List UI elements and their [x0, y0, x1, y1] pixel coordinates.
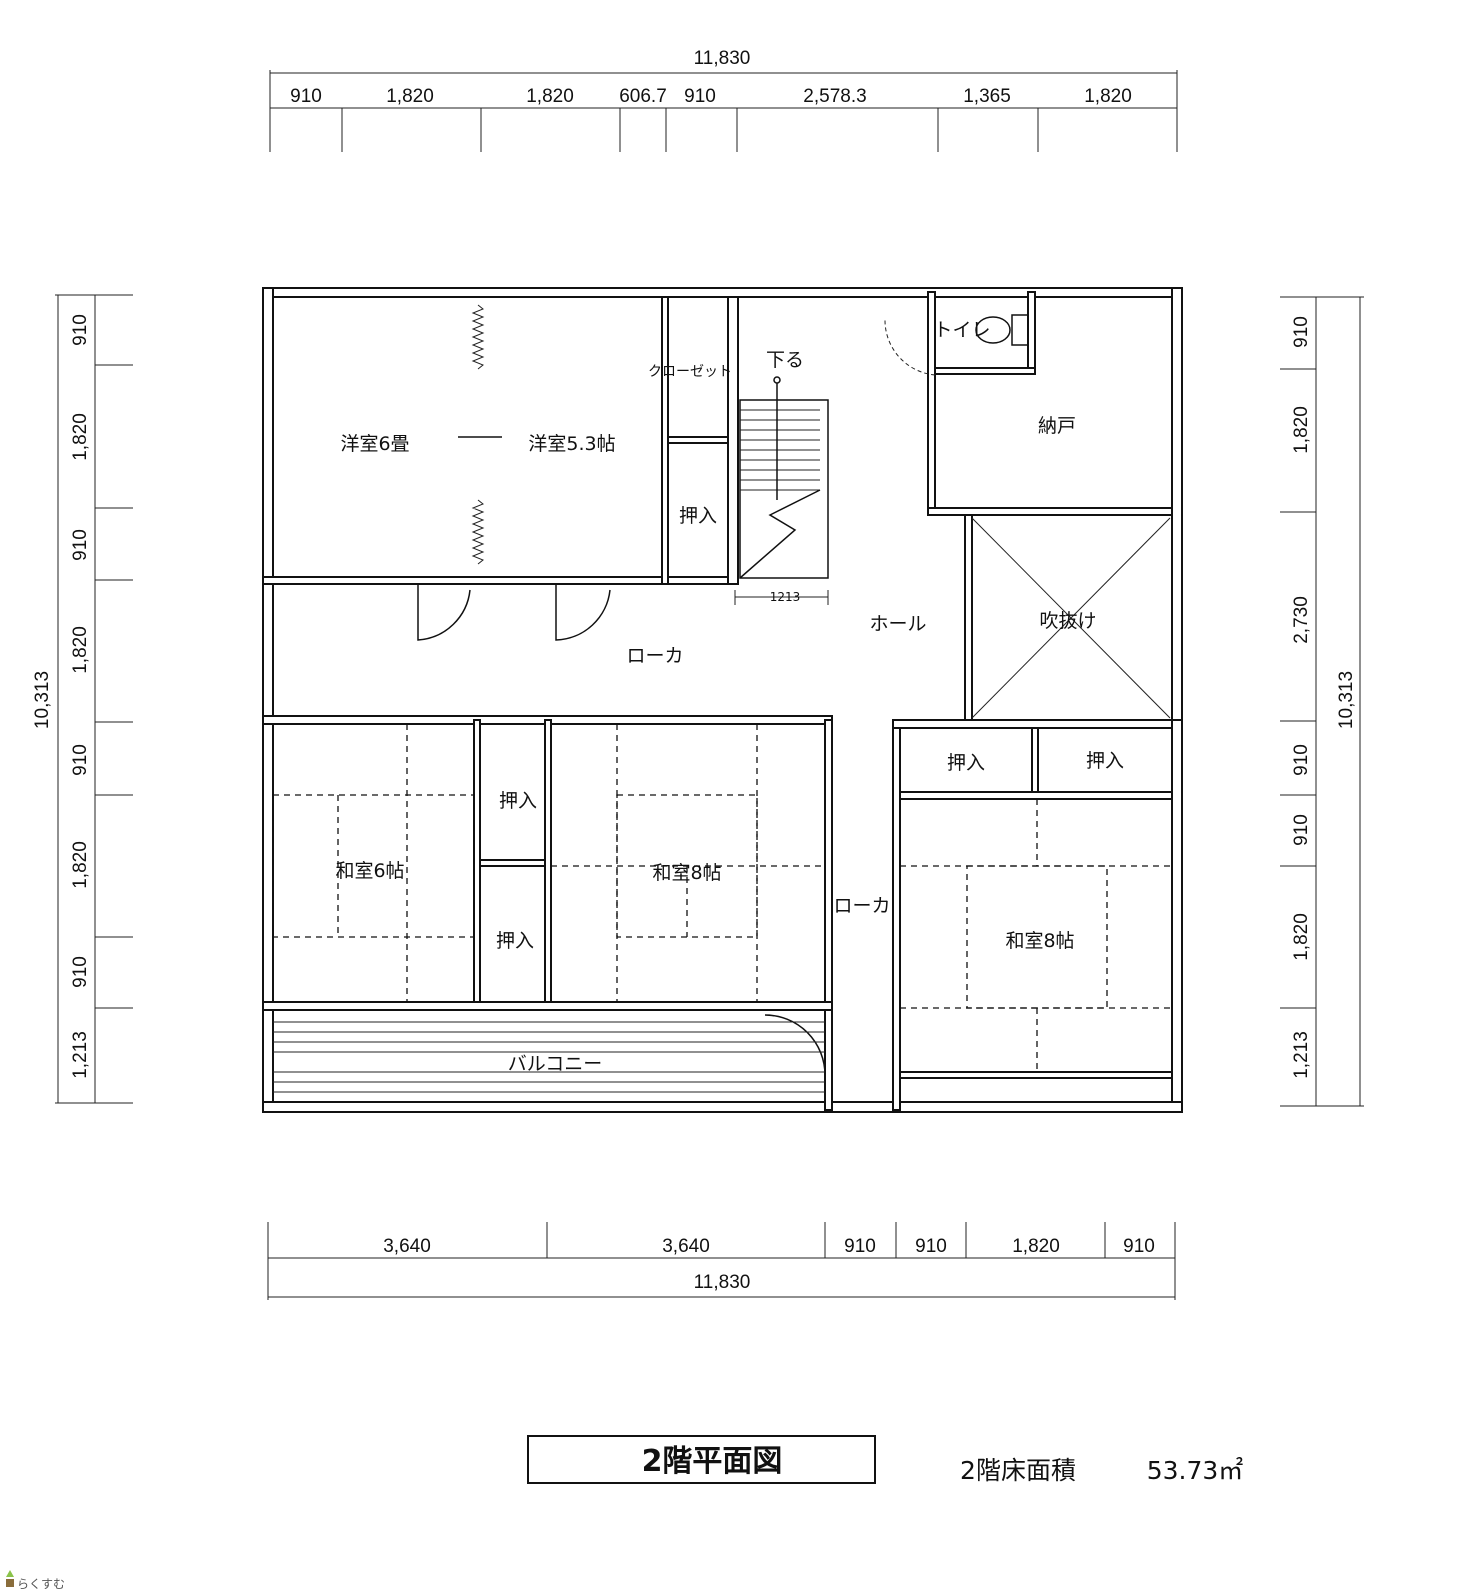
room-label-oshiire: 押入 — [499, 790, 537, 812]
left-dimension-lines — [55, 294, 133, 1104]
room-label-void: 吹抜け — [1039, 610, 1096, 632]
room-label-storage: 納戸 — [1038, 415, 1076, 437]
top-dimension: 910 — [290, 86, 322, 107]
left-dimension: 910 — [70, 314, 91, 346]
plan-title: 2階平面図 — [642, 1444, 783, 1479]
logo-text: らくすむ — [17, 1577, 65, 1591]
floor-area-value: 53.73㎡ — [1147, 1456, 1244, 1485]
top-dimension-lines — [269, 70, 1178, 152]
bottom-dimension: 910 — [1123, 1236, 1155, 1257]
right-dimension: 2,730 — [1291, 596, 1312, 644]
room-label-japanese-8: 和室8帖 — [1005, 930, 1074, 952]
tatami-lines — [272, 724, 1172, 1072]
bottom-dimension: 910 — [915, 1236, 947, 1257]
right-dimension: 910 — [1291, 316, 1312, 348]
top-dimension: 1,820 — [1084, 86, 1132, 107]
room-label-oshiire: 押入 — [1086, 750, 1124, 772]
bottom-dimension: 910 — [844, 1236, 876, 1257]
room-label-japanese-6: 和室6帖 — [335, 860, 404, 882]
left-dimension: 910 — [70, 744, 91, 776]
toilet-fixture — [975, 314, 1029, 346]
right-dimension: 1,820 — [1291, 913, 1312, 961]
doors — [417, 319, 936, 1076]
top-total-dimension: 11,830 — [694, 48, 751, 69]
top-dimension: 2,578.3 — [803, 86, 866, 107]
accordion-door — [471, 304, 485, 370]
floor-area-label: 2階床面積 — [960, 1456, 1076, 1485]
right-dimension: 910 — [1291, 744, 1312, 776]
room-label-corridor: ローカ — [626, 645, 683, 667]
room-label-oshiire: 押入 — [679, 505, 717, 527]
right-total-dimension: 10,313 — [1336, 671, 1357, 729]
room-label-oshiire: 押入 — [947, 752, 985, 774]
top-dimension: 1,365 — [963, 86, 1011, 107]
room-label-western-6: 洋室6畳 — [340, 433, 409, 455]
right-dimension: 910 — [1291, 814, 1312, 846]
top-dimension: 1,820 — [386, 86, 434, 107]
left-dimension: 910 — [70, 529, 91, 561]
top-dimension: 606.7 — [619, 86, 667, 107]
void-cross — [971, 517, 1171, 719]
accordion-door — [471, 499, 485, 565]
room-label-toilet: トイレ — [933, 319, 990, 341]
bottom-dimension-lines — [267, 1222, 1176, 1300]
room-label-hall: ホール — [869, 613, 926, 635]
bottom-dimension: 3,640 — [662, 1236, 710, 1257]
walls — [262, 287, 1183, 1113]
left-dimension: 1,820 — [70, 626, 91, 674]
bottom-dimension: 3,640 — [383, 1236, 431, 1257]
stair-down-label: 下る — [766, 349, 804, 371]
left-dimension: 1,213 — [70, 1031, 91, 1079]
stair-width-label: 1213 — [770, 590, 801, 604]
left-dimension: 1,820 — [70, 841, 91, 889]
top-dimension: 910 — [684, 86, 716, 107]
left-dimension: 910 — [70, 956, 91, 988]
room-label-closet: クローゼット — [648, 364, 732, 380]
room-label-western-5-3: 洋室5.3帖 — [528, 433, 615, 455]
logo: らくすむ — [6, 1570, 65, 1591]
room-label-corridor: ローカ — [833, 895, 890, 917]
room-label-oshiire: 押入 — [496, 930, 534, 952]
bottom-dimension: 1,820 — [1012, 1236, 1060, 1257]
staircase — [734, 376, 829, 605]
bottom-total-dimension: 11,830 — [694, 1272, 751, 1293]
left-dimension: 1,820 — [70, 413, 91, 461]
right-dimension: 1,820 — [1291, 406, 1312, 454]
title-box — [527, 1435, 876, 1484]
balcony-decking — [273, 1021, 825, 1093]
logo-leaf-icon — [6, 1570, 14, 1577]
top-dimension: 1,820 — [526, 86, 574, 107]
logo-house-icon — [6, 1579, 14, 1587]
right-dimension-lines — [1280, 296, 1364, 1107]
room-label-japanese-8: 和室8帖 — [652, 862, 721, 884]
left-total-dimension: 10,313 — [32, 671, 53, 729]
room-label-balcony: バルコニー — [508, 1053, 603, 1075]
right-dimension: 1,213 — [1291, 1031, 1312, 1079]
